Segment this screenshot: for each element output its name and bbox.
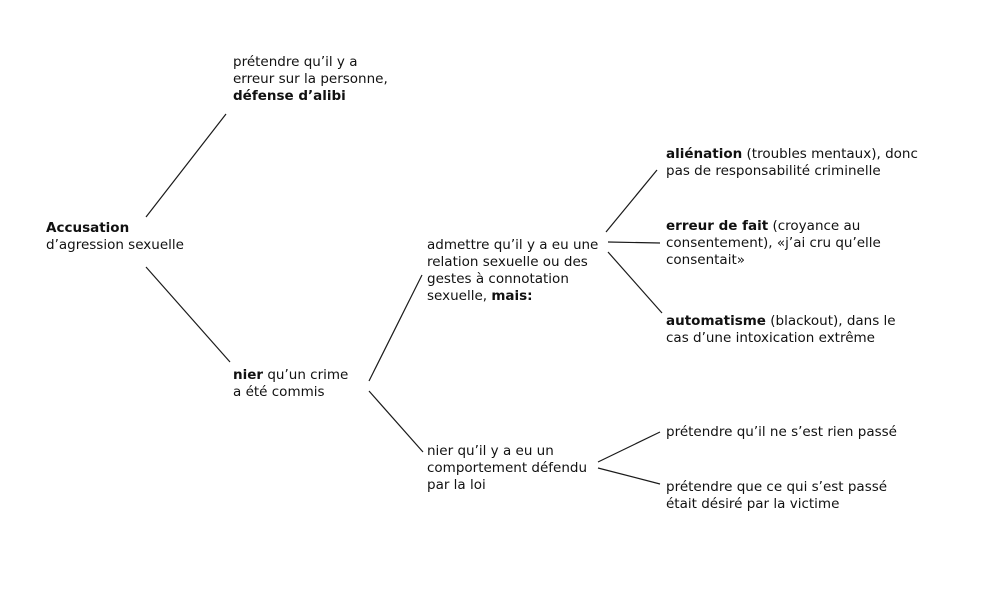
text-run: comportement défendu xyxy=(427,460,588,476)
text-run: cas d’une intoxication extrême xyxy=(666,330,875,346)
edge-nier-niercomportement xyxy=(368,390,424,453)
text-line: erreur sur la personne, xyxy=(233,71,388,88)
text-line: comportement défendu xyxy=(427,460,587,477)
text-run: consentait» xyxy=(666,252,746,268)
text-line: prétendre qu’il ne s’est rien passé xyxy=(666,424,897,441)
text-line: admettre qu’il y a eu une xyxy=(427,237,598,254)
edge-niercomportement-rienpasse xyxy=(597,431,661,463)
text-run: (troubles mentaux), donc xyxy=(742,146,918,162)
edge-nier-admettre xyxy=(368,274,423,382)
text-run: gestes à connotation xyxy=(427,271,569,287)
bold-term: erreur de fait xyxy=(666,218,769,234)
text-run: (croyance au xyxy=(768,218,861,234)
edge-admettre-erreur xyxy=(607,241,661,244)
text-run: par la loi xyxy=(427,477,486,493)
text-run: relation sexuelle ou des xyxy=(427,254,588,270)
text-run: prétendre qu’il ne s’est rien passé xyxy=(666,424,897,440)
text-line: nier qu’un crime xyxy=(233,367,348,384)
text-line: d’agression sexuelle xyxy=(46,237,184,254)
bold-term: mais: xyxy=(491,288,533,304)
text-line: prétendre que ce qui s’est passé xyxy=(666,479,887,496)
text-line: était désiré par la victime xyxy=(666,496,887,513)
text-run: prétendre que ce qui s’est passé xyxy=(666,479,888,495)
text-run: d’agression sexuelle xyxy=(46,237,184,253)
text-run: prétendre qu’il y a xyxy=(233,54,358,70)
bold-term: aliénation xyxy=(666,146,743,162)
text-run: admettre qu’il y a eu une xyxy=(427,237,599,253)
node-rien-passe: prétendre qu’il ne s’est rien passé xyxy=(666,424,897,441)
text-line: Accusation xyxy=(46,220,184,237)
text-line: automatisme (blackout), dans le xyxy=(666,313,896,330)
text-run: était désiré par la victime xyxy=(666,496,840,512)
edge-admettre-automatisme xyxy=(607,251,663,314)
bold-term: automatisme xyxy=(666,313,766,329)
text-run: sexuelle, xyxy=(427,288,492,304)
text-line: défense d’alibi xyxy=(233,88,388,105)
text-line: consentement), «j’ai cru qu’elle xyxy=(666,235,881,252)
text-run: a été commis xyxy=(233,384,325,400)
text-line: aliénation (troubles mentaux), donc xyxy=(666,146,918,163)
text-run: qu’un crime xyxy=(263,367,349,383)
text-line: a été commis xyxy=(233,384,348,401)
text-line: gestes à connotation xyxy=(427,271,598,288)
bold-term: Accusation xyxy=(46,220,130,236)
text-run: (blackout), dans le xyxy=(765,313,896,329)
bold-term: nier xyxy=(233,367,264,383)
text-run: erreur sur la personne, xyxy=(233,71,388,87)
bold-term: défense d’alibi xyxy=(233,88,346,104)
text-line: consentait» xyxy=(666,252,881,269)
edge-niercomportement-desire xyxy=(597,467,661,485)
text-line: sexuelle, mais: xyxy=(427,288,598,305)
edge-root-nier xyxy=(145,266,231,363)
text-line: par la loi xyxy=(427,477,587,494)
text-line: erreur de fait (croyance au xyxy=(666,218,881,235)
text-run: pas de responsabilité criminelle xyxy=(666,163,881,179)
edge-root-alibi xyxy=(145,113,227,218)
text-line: relation sexuelle ou des xyxy=(427,254,598,271)
text-line: nier qu’il y a eu un xyxy=(427,443,587,460)
text-run: consentement), «j’ai cru qu’elle xyxy=(666,235,881,251)
text-line: prétendre qu’il y a xyxy=(233,54,388,71)
edge-admettre-alienation xyxy=(605,169,658,233)
text-run: nier qu’il y a eu un xyxy=(427,443,554,459)
text-line: cas d’une intoxication extrême xyxy=(666,330,896,347)
text-line: pas de responsabilité criminelle xyxy=(666,163,918,180)
